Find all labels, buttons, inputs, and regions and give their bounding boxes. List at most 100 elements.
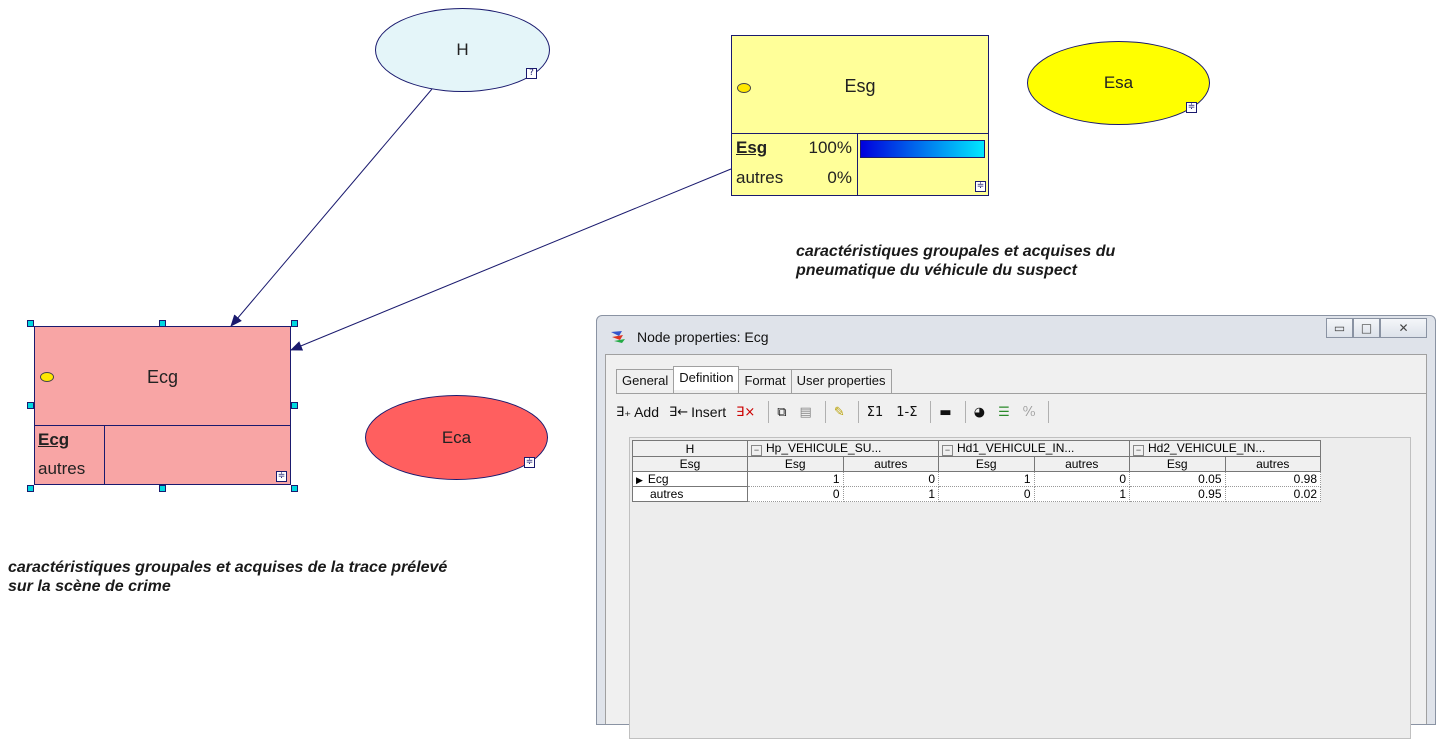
- node-expand-icon[interactable]: ≑: [276, 471, 287, 482]
- node-esg-title: Esg: [844, 76, 876, 96]
- node-h-label: H: [456, 40, 469, 59]
- tab-general[interactable]: General: [616, 369, 675, 393]
- node-eca[interactable]: Eca ≑: [365, 395, 548, 480]
- node-expand-icon[interactable]: ≑: [975, 181, 986, 192]
- tab-definition[interactable]: Definition: [673, 366, 740, 390]
- close-icon[interactable]: ✕: [1380, 318, 1427, 338]
- column-group[interactable]: −Hp_VEHICULE_SU...: [747, 440, 939, 457]
- table-cell[interactable]: 0: [842, 471, 939, 487]
- table-cell[interactable]: 1: [1033, 486, 1130, 502]
- add-button[interactable]: ∃₊Add: [616, 404, 659, 420]
- selection-handle[interactable]: [27, 402, 34, 409]
- caption-trace: caractéristiques groupales et acquises d…: [8, 558, 447, 596]
- node-esa[interactable]: Esa ≑: [1027, 41, 1210, 125]
- delete-state-button[interactable]: ∃×: [736, 405, 758, 420]
- copy-button[interactable]: ⧉: [777, 405, 789, 420]
- maximize-icon[interactable]: □: [1353, 318, 1380, 338]
- cpt-grid[interactable]: H −Hp_VEHICULE_SU... −Hd1_VEHICULE_IN...…: [629, 437, 1411, 739]
- percent-button[interactable]: ⁰⁄₀: [1023, 405, 1039, 420]
- table-cell[interactable]: 0: [1033, 471, 1130, 487]
- table-cell[interactable]: 0: [747, 486, 844, 502]
- app-icon: [611, 331, 625, 343]
- selection-handle[interactable]: [27, 320, 34, 327]
- column-header: Esg: [1129, 456, 1226, 472]
- table-row[interactable]: autres 0 1 0 1 0.95 0.02: [632, 486, 1321, 502]
- insert-button[interactable]: ∃←Insert: [669, 404, 726, 420]
- node-oval-icon: [737, 83, 751, 93]
- selection-handle[interactable]: [291, 320, 298, 327]
- divider: [857, 134, 858, 196]
- column-group[interactable]: −Hd2_VEHICULE_IN...: [1129, 440, 1321, 457]
- dialog-titlebar[interactable]: Node properties: Ecg ▭ □ ✕: [597, 316, 1435, 354]
- cpt-table: H −Hp_VEHICULE_SU... −Hd1_VEHICULE_IN...…: [632, 440, 1321, 502]
- node-expand-icon[interactable]: ≑: [524, 457, 535, 468]
- table-cell[interactable]: 1: [938, 471, 1035, 487]
- divider: [104, 426, 105, 485]
- column-group[interactable]: −Hd1_VEHICULE_IN...: [938, 440, 1130, 457]
- table-cell[interactable]: 1: [842, 486, 939, 502]
- state-name[interactable]: autres: [38, 459, 86, 478]
- caption-trace-line1: caractéristiques groupales et acquises d…: [8, 559, 448, 576]
- one-minus-sum-button[interactable]: 1-Σ: [896, 405, 920, 420]
- collapse-icon[interactable]: −: [942, 445, 953, 456]
- state-name[interactable]: Ecg: [38, 430, 70, 449]
- insert-button-label: Insert: [691, 404, 727, 420]
- table-cell[interactable]: 1: [747, 471, 844, 487]
- node-ecg[interactable]: Ecg Ecg autres ≑: [34, 326, 291, 485]
- collapse-icon[interactable]: −: [751, 445, 762, 456]
- question-icon[interactable]: ?: [526, 68, 537, 79]
- separator: [964, 401, 966, 423]
- column-header: autres: [842, 456, 939, 472]
- node-h[interactable]: H ?: [375, 8, 550, 92]
- minimize-icon[interactable]: ▭: [1326, 318, 1353, 338]
- selection-handle[interactable]: [27, 485, 34, 492]
- separator: [857, 401, 859, 423]
- dialog-title: Node properties: Ecg: [637, 329, 769, 345]
- scale-button[interactable]: ▬: [939, 405, 954, 420]
- sum-rows-button[interactable]: Σ1: [867, 405, 887, 420]
- percent-icon: ⁰⁄₀: [1022, 404, 1036, 420]
- row-header[interactable]: ▶Ecg: [632, 471, 748, 487]
- insert-state-icon: ∃←: [669, 404, 689, 420]
- selection-handle[interactable]: [159, 485, 166, 492]
- table-cell[interactable]: 0.05: [1129, 471, 1226, 487]
- tab-user-properties[interactable]: User properties: [790, 369, 892, 393]
- sum-one-icon: Σ1: [866, 404, 884, 420]
- state-row-esg[interactable]: Esg 100%: [732, 136, 988, 166]
- collapse-icon[interactable]: −: [1133, 445, 1144, 456]
- node-expand-icon[interactable]: ≑: [1186, 102, 1197, 113]
- edge-esg-to-ecg[interactable]: [290, 168, 732, 351]
- pie-chart-button[interactable]: ◕: [974, 405, 988, 420]
- probability-bar: [860, 140, 985, 158]
- separator: [930, 401, 932, 423]
- bar-chart-icon: ☰: [998, 404, 1010, 420]
- table-cell[interactable]: 0.02: [1224, 486, 1321, 502]
- toolbar: ∃₊Add ∃←Insert ∃× ⧉ ▤ ✎ Σ1 1-Σ ▬ ◕ ☰ ⁰⁄₀: [616, 399, 1057, 425]
- table-cell[interactable]: 0.98: [1224, 471, 1321, 487]
- table-cell[interactable]: 0: [938, 486, 1035, 502]
- selection-handle[interactable]: [291, 485, 298, 492]
- one-minus-sigma-icon: 1-Σ: [896, 404, 918, 420]
- row-header[interactable]: autres: [632, 486, 748, 502]
- node-properties-dialog[interactable]: Node properties: Ecg ▭ □ ✕ General Defin…: [596, 315, 1436, 739]
- selection-handle[interactable]: [159, 320, 166, 327]
- separator: [768, 401, 770, 423]
- table-cell[interactable]: 0.95: [1129, 486, 1226, 502]
- wizard-button[interactable]: ✎: [834, 405, 848, 420]
- column-header: autres: [1224, 456, 1321, 472]
- caption-suspect-line2: pneumatique du véhicule du suspect: [796, 262, 1077, 279]
- parent1-label: H: [632, 440, 748, 457]
- paste-button[interactable]: ▤: [800, 405, 815, 420]
- table-subheader-row: Esg Esg autres Esg autres Esg autres: [632, 456, 1321, 472]
- selection-handle[interactable]: [291, 402, 298, 409]
- tab-format[interactable]: Format: [738, 369, 792, 393]
- bar-chart-button[interactable]: ☰: [998, 405, 1013, 420]
- separator: [824, 401, 826, 423]
- window-controls: ▭ □ ✕: [1326, 318, 1427, 340]
- row-pointer-icon: ▶: [636, 475, 643, 485]
- paste-icon: ▤: [799, 404, 812, 420]
- table-row[interactable]: ▶Ecg 1 0 1 0 0.05 0.98: [632, 471, 1321, 487]
- state-row-autres[interactable]: autres 0%: [732, 166, 988, 196]
- node-esg-monitor[interactable]: Esg Esg 100% autres 0% ≑: [731, 35, 989, 196]
- edge-h-to-ecg[interactable]: [230, 88, 433, 327]
